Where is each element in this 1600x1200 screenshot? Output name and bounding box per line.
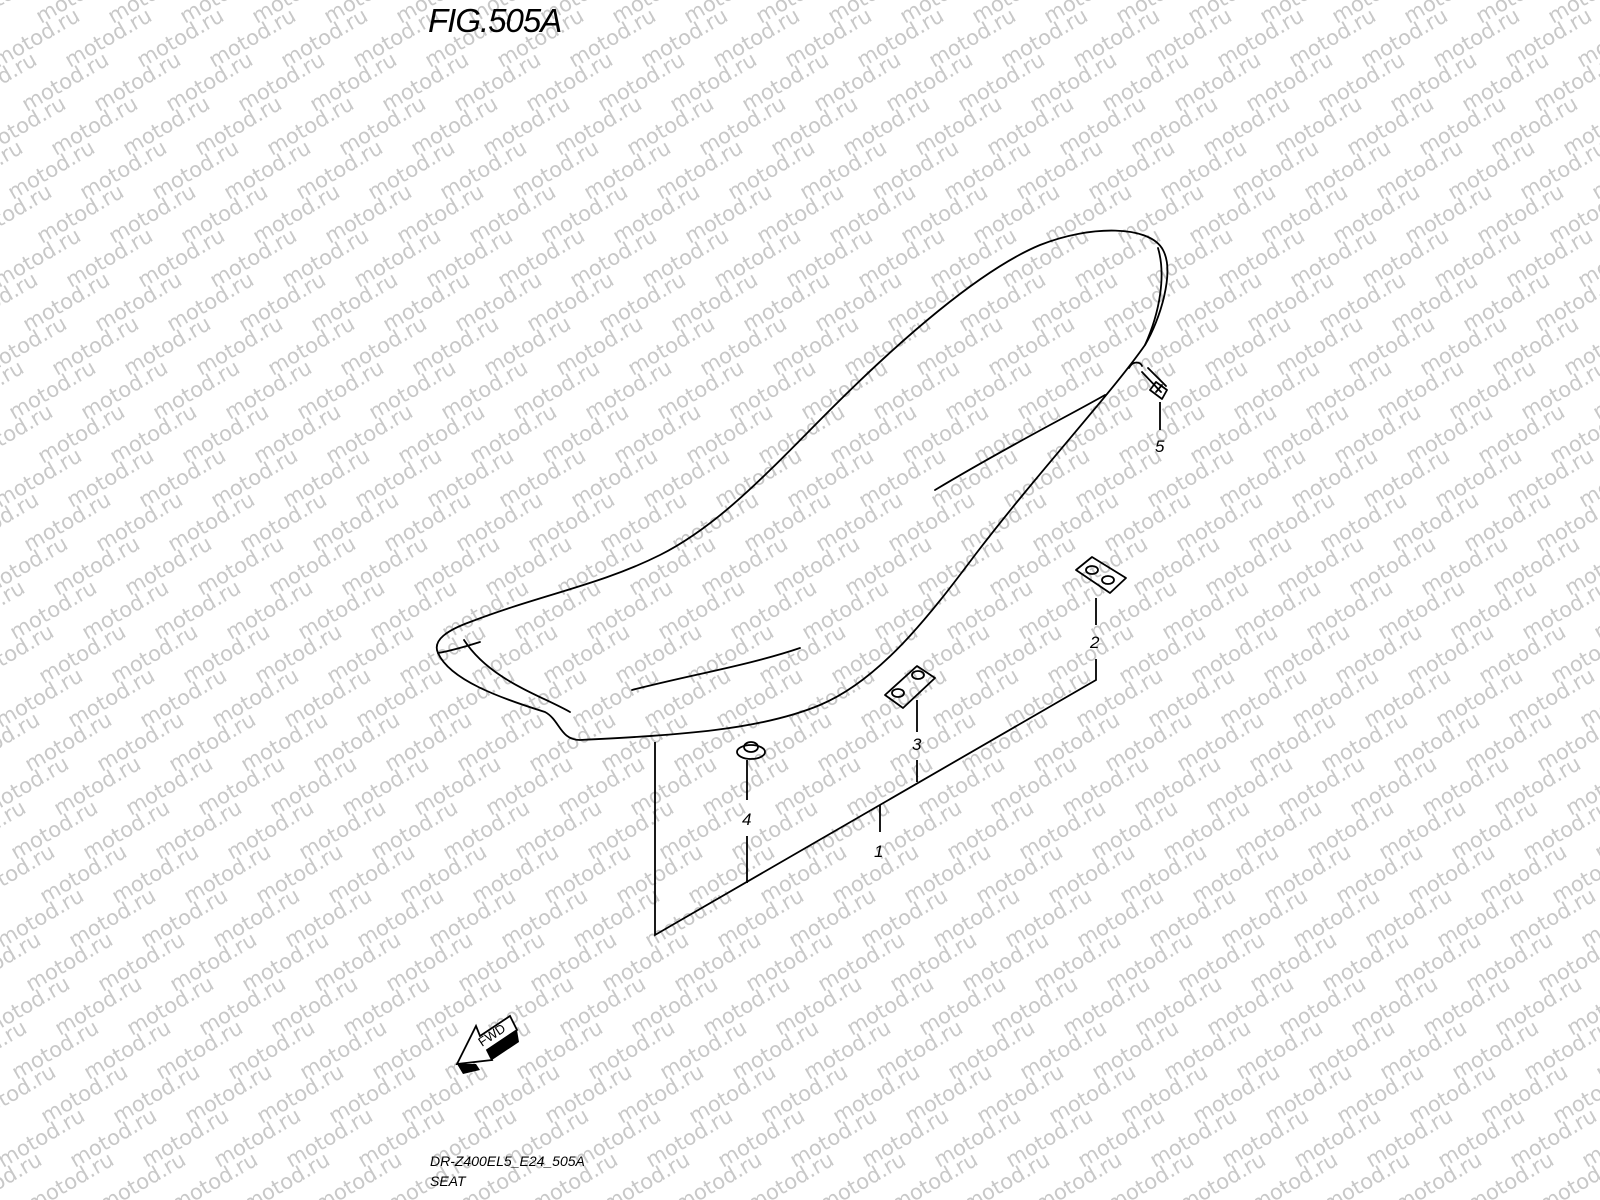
callout-2: 2 [1089, 633, 1100, 652]
plate-part-3 [884, 665, 936, 709]
grommet-part [736, 741, 766, 760]
callout-4: 4 [742, 810, 751, 829]
callouts: 1 2 3 4 5 [742, 437, 1165, 861]
figure-code: DR-Z400EL5_E24_505A [430, 1153, 585, 1169]
callout-3: 3 [912, 735, 922, 754]
leader-lines [654, 402, 1161, 937]
seat-part [435, 229, 1169, 741]
callout-1: 1 [874, 842, 883, 861]
figure-title: FIG.505A [428, 2, 562, 39]
plate-part-2 [1075, 556, 1127, 594]
figure-name: SEAT [430, 1173, 466, 1189]
bolt-part [1128, 361, 1168, 400]
fwd-arrow-icon: FWD [455, 1014, 519, 1074]
callout-5: 5 [1155, 437, 1165, 456]
